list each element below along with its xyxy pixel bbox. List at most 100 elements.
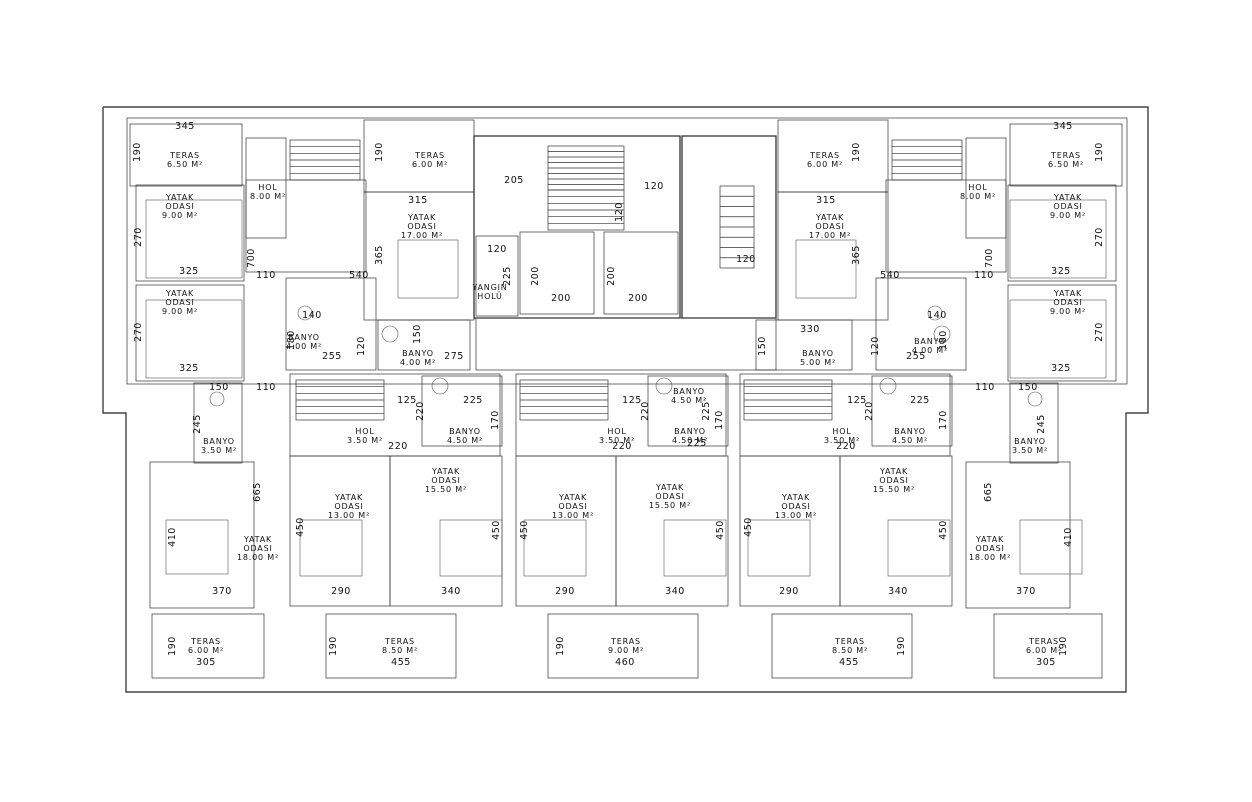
dimension-label: 150 <box>209 382 229 393</box>
dimension-label: 220 <box>415 401 426 421</box>
dimension-label: 325 <box>179 363 199 374</box>
dimension-label: 460 <box>615 657 635 668</box>
room-outline <box>515 455 617 607</box>
dimension-label: 450 <box>715 520 726 540</box>
dimension-label: 365 <box>851 245 862 265</box>
fixture <box>1027 391 1043 407</box>
dimension-label: 255 <box>322 351 342 362</box>
dimension-label: 455 <box>391 657 411 668</box>
room-outline <box>739 455 841 607</box>
dimension-label: 340 <box>441 586 461 597</box>
dimension-label: 305 <box>1036 657 1056 668</box>
bed <box>1019 519 1083 575</box>
dimension-label: 120 <box>487 244 507 255</box>
dimension-label: 255 <box>906 351 926 362</box>
terrace-outline <box>547 613 699 679</box>
dimension-label: 290 <box>779 586 799 597</box>
dimension-label: 120 <box>736 254 756 265</box>
bed <box>663 519 727 577</box>
bed <box>523 519 587 577</box>
terrace-outline <box>993 613 1103 679</box>
dimension-label: 190 <box>555 636 566 656</box>
dimension-label: 290 <box>331 586 351 597</box>
dimension-label: 315 <box>408 195 428 206</box>
fixture <box>297 305 313 321</box>
bed <box>439 519 503 577</box>
fixtures <box>145 199 1107 577</box>
dimension-label: 190 <box>167 636 178 656</box>
dimension-label: 245 <box>192 414 203 434</box>
dimension-label: 190 <box>328 636 339 656</box>
fire-lobby <box>475 235 519 317</box>
dimension-label: 120 <box>644 181 664 192</box>
dimension-label: 220 <box>836 441 856 452</box>
fixture <box>209 391 225 407</box>
dimension-label: 125 <box>622 395 642 406</box>
dimension-label: 220 <box>864 401 875 421</box>
corridor <box>475 317 777 371</box>
fixture <box>927 305 943 321</box>
dimension-label: 450 <box>938 520 949 540</box>
room-outline <box>193 382 243 464</box>
bed <box>747 519 811 577</box>
room-outline <box>285 277 377 371</box>
dimension-label: 540 <box>880 270 900 281</box>
room-outline <box>1007 284 1117 382</box>
dimension-label: 110 <box>974 270 994 281</box>
dimension-label: 190 <box>132 142 143 162</box>
fixture <box>655 377 673 395</box>
fixture <box>431 377 449 395</box>
dimension-label: 170 <box>714 410 725 430</box>
dimension-label: 345 <box>1053 121 1073 132</box>
dimension-label: 110 <box>256 382 276 393</box>
dimension-label: 540 <box>349 270 369 281</box>
bed <box>397 239 459 299</box>
room-outline <box>647 375 729 447</box>
room-outline <box>1009 382 1059 464</box>
terrace-outline <box>129 123 243 187</box>
dimension-label: 330 <box>800 324 820 335</box>
bed <box>299 519 363 577</box>
dimension-label: 270 <box>1094 227 1105 247</box>
dimension-label: 120 <box>356 336 367 356</box>
dimension-label: 200 <box>530 266 541 286</box>
dimension-label: 220 <box>388 441 408 452</box>
dimension-label: 150 <box>1018 382 1038 393</box>
dimension-label: 700 <box>246 248 257 268</box>
terrace-outline <box>151 613 265 679</box>
fixture <box>879 377 897 395</box>
dimension-label: 190 <box>896 636 907 656</box>
dimension-label: 345 <box>175 121 195 132</box>
dimension-label: 340 <box>665 586 685 597</box>
dimension-label: 205 <box>504 175 524 186</box>
dimension-label: 315 <box>816 195 836 206</box>
dimension-label: 140 <box>302 310 322 321</box>
dimension-label: 245 <box>1036 414 1047 434</box>
bed <box>145 199 243 279</box>
room-outline <box>377 319 471 371</box>
dimension-label: 150 <box>757 336 768 356</box>
terrace-outline <box>325 613 457 679</box>
dimension-label: 370 <box>212 586 232 597</box>
